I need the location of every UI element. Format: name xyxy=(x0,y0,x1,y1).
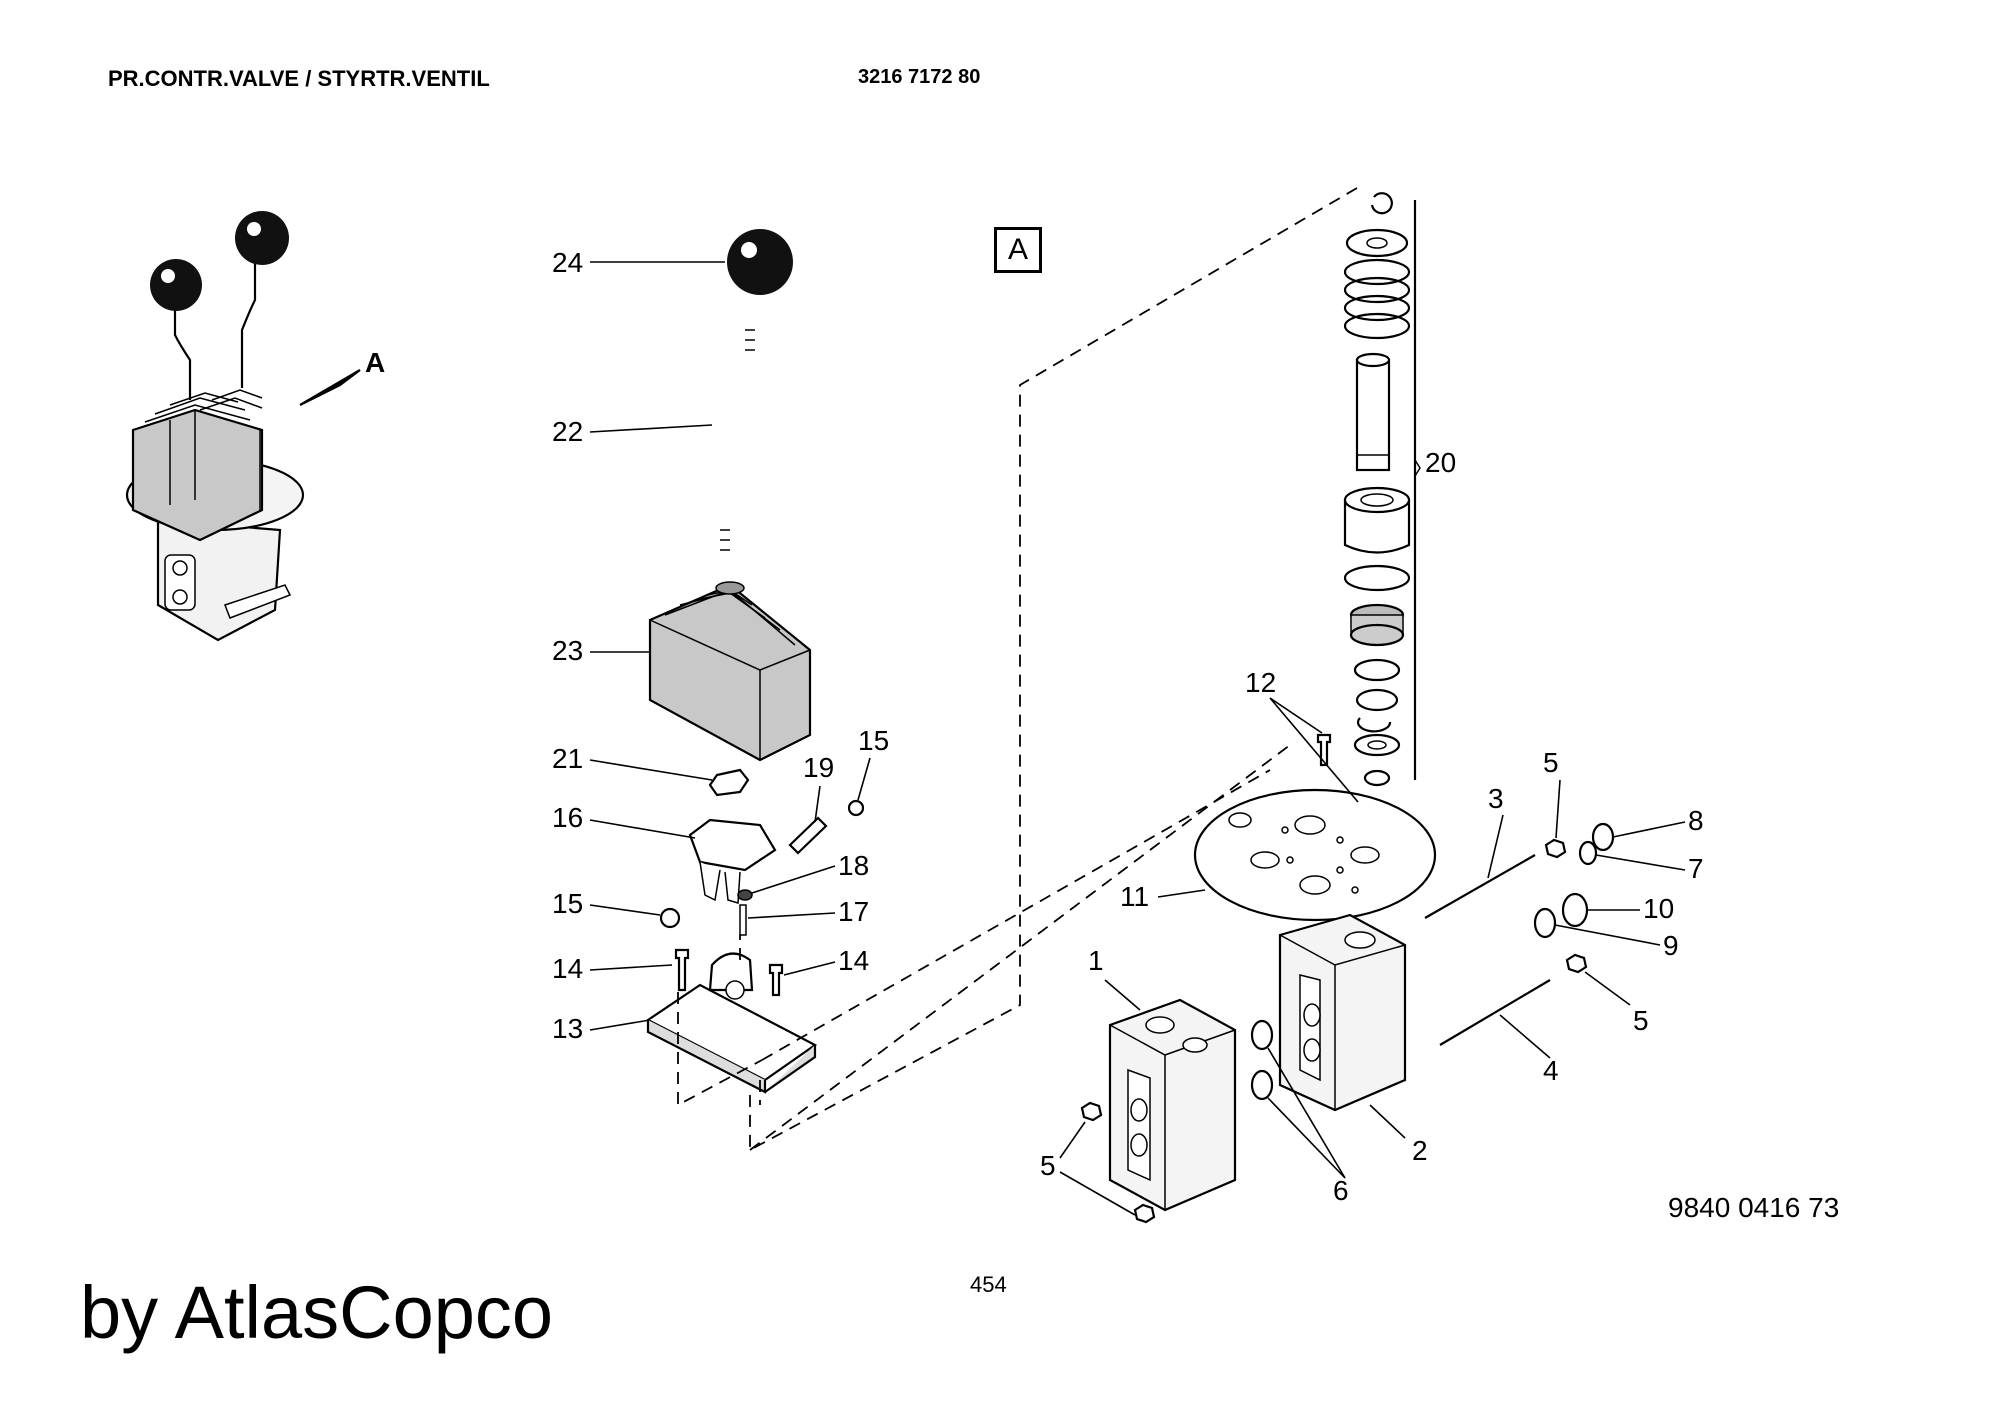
overview-assembly: A xyxy=(125,211,385,642)
callout-22: 22 xyxy=(552,416,583,447)
brand-caption: by AtlasCopco xyxy=(80,1271,554,1354)
callout-19: 19 xyxy=(803,752,834,783)
callout-23: 23 xyxy=(552,635,583,666)
callout-20: 20 xyxy=(1425,447,1456,478)
callout-1: 1 xyxy=(1088,945,1104,976)
callout-11: 11 xyxy=(1120,881,1149,912)
callout-14-left: 14 xyxy=(552,953,583,984)
callout-21: 21 xyxy=(552,743,583,774)
callout-16: 16 xyxy=(552,802,583,833)
callout-15-top: 15 xyxy=(858,725,889,756)
page-title: PR.CONTR.VALVE / STYRTR.VENTIL xyxy=(108,66,490,91)
callout-14-right: 14 xyxy=(838,945,869,976)
callout-13: 13 xyxy=(552,1013,583,1044)
callout-24: 24 xyxy=(552,247,583,278)
callout-6: 6 xyxy=(1333,1175,1349,1206)
page-number: 454 xyxy=(970,1272,1007,1297)
callout-5-right: 5 xyxy=(1633,1005,1649,1036)
callout-12: 12 xyxy=(1245,667,1276,698)
part-number: 3216 7172 80 xyxy=(858,66,981,88)
projection-line-upper xyxy=(749,187,1358,1152)
callout-5-top: 5 xyxy=(1543,747,1559,778)
callout-2: 2 xyxy=(1412,1135,1428,1166)
callout-18: 18 xyxy=(838,850,869,881)
valve-stack-20 xyxy=(1343,192,1421,787)
callout-7: 7 xyxy=(1688,853,1704,884)
base-plate-11 xyxy=(1193,788,1437,922)
callout-labels: 24 22 23 21 16 19 15 18 15 17 14 14 13 1… xyxy=(552,247,1704,1216)
valve-body-2 xyxy=(1278,913,1407,1112)
valve-body-1 xyxy=(1108,998,1237,1212)
callout-3: 3 xyxy=(1488,783,1504,814)
callout-5-left: 5 xyxy=(1040,1150,1056,1181)
lever-assembly xyxy=(645,229,865,1107)
callout-9: 9 xyxy=(1663,930,1679,961)
overview-arrow-label: A xyxy=(365,347,385,378)
callout-8: 8 xyxy=(1688,805,1704,836)
callout-17: 17 xyxy=(838,896,869,927)
callout-4: 4 xyxy=(1543,1055,1559,1086)
projection-line-lower xyxy=(749,744,1291,1151)
callout-15-left: 15 xyxy=(552,888,583,919)
view-a-marker: A xyxy=(994,227,1042,273)
callout-10: 10 xyxy=(1643,893,1674,924)
document-number: 9840 0416 73 xyxy=(1668,1192,1840,1223)
